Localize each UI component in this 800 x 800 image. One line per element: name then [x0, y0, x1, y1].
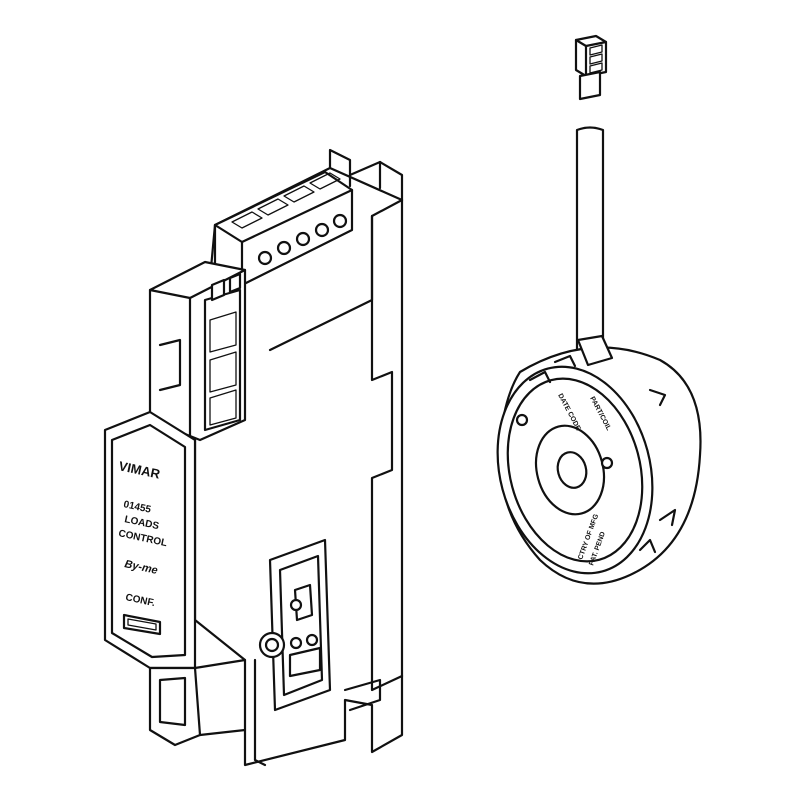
sensor-puck: PART/COIL DATE CODE CTRY OF MFG PAT. PEN…	[496, 334, 702, 585]
conf-button[interactable]	[122, 613, 162, 636]
din-rail-module: VIMAR 01455 LOADS CONTROL By-me CONF.	[103, 148, 404, 767]
sensor-cable	[574, 34, 608, 362]
cable-plug	[574, 34, 608, 101]
module-front-face: VIMAR 01455 LOADS CONTROL By-me CONF.	[103, 410, 197, 670]
terminal-block-top	[213, 170, 354, 287]
screw-hole-right	[600, 456, 614, 470]
connector-left-lower	[148, 658, 247, 747]
din-clip	[253, 538, 382, 767]
screw-hole-left	[515, 413, 529, 427]
connector-left-upper	[148, 260, 247, 442]
